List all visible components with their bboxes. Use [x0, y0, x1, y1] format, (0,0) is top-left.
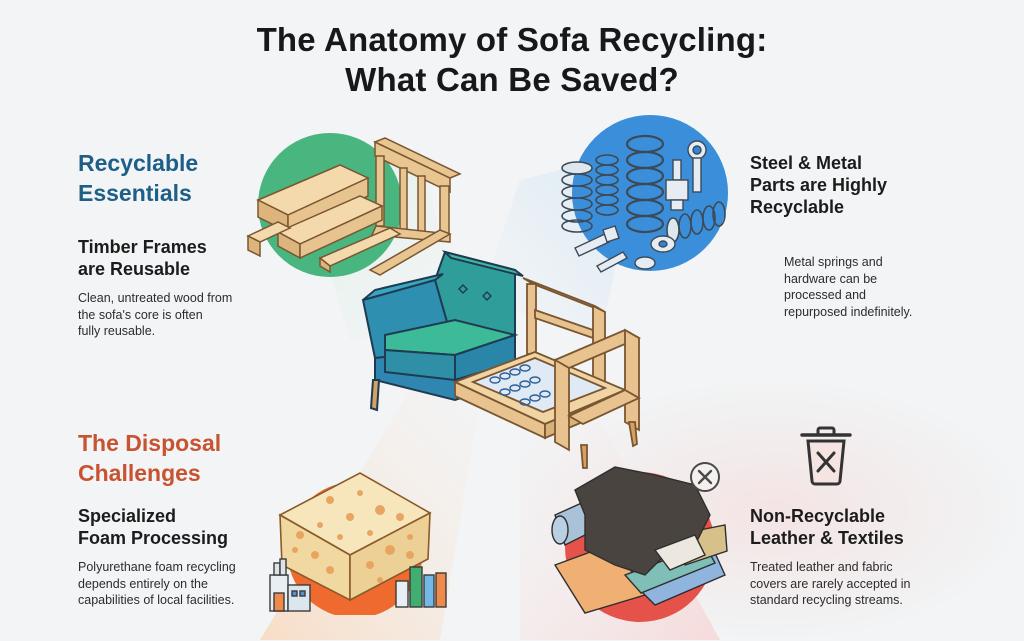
title-line: Non-Recyclable [750, 506, 886, 526]
title-line: Timber Frames [78, 237, 207, 257]
timber-icon [240, 120, 470, 295]
body-line: capabilities of local facilities. [78, 593, 235, 607]
textiles-icon [545, 455, 735, 630]
heading-line: Recyclable [78, 150, 199, 176]
body-line: processed and [784, 288, 867, 302]
textiles-panel-body: Treated leather and fabric covers are ra… [750, 559, 911, 609]
body-line: Treated leather and fabric [750, 560, 893, 574]
body-line: fully reusable. [78, 324, 156, 338]
body-line: Metal springs and [784, 255, 883, 269]
foam-panel-body: Polyurethane foam recycling depends enti… [78, 559, 236, 609]
title-line: Specialized [78, 506, 177, 526]
body-line: Clean, untreated wood from [78, 291, 233, 305]
title-line: Leather & Textiles [750, 528, 904, 548]
section-heading-recyclable: Recyclable Essentials [78, 148, 198, 208]
x-badge-icon [690, 462, 720, 492]
heading-line: The Disposal [78, 430, 222, 456]
heading-line: Challenges [78, 460, 201, 486]
foam-panel-title: Specialized Foam Processing [78, 505, 228, 549]
sofa-cutaway-icon [355, 240, 645, 475]
heading-line: Essentials [78, 180, 192, 206]
title-line-2: What Can Be Saved? [345, 61, 679, 98]
foam-icon [260, 455, 450, 620]
title-line: Recyclable [750, 197, 845, 217]
page-title: The Anatomy of Sofa Recycling: What Can … [0, 20, 1024, 100]
body-line: the sofa's core is often [78, 307, 203, 322]
timber-panel-body: Clean, untreated wood from the sofa's co… [78, 290, 232, 340]
textiles-panel-title: Non-Recyclable Leather & Textiles [750, 505, 904, 549]
trash-x-icon [798, 425, 854, 492]
title-line: Foam Processing [78, 528, 229, 548]
body-line: depends entirely on the [78, 576, 208, 591]
body-line: standard recycling streams. [750, 593, 903, 607]
title-line: Parts are Highly [750, 175, 888, 195]
metal-panel-title: Steel & Metal Parts are Highly Recyclabl… [750, 152, 887, 218]
title-line: Steel & Metal [750, 153, 863, 173]
timber-panel-title: Timber Frames are Reusable [78, 236, 207, 280]
title-line-1: The Anatomy of Sofa Recycling: [256, 21, 768, 58]
title-line: are Reusable [78, 259, 191, 279]
body-line: Polyurethane foam recycling [78, 560, 236, 574]
body-line: covers are rarely accepted in [750, 576, 911, 591]
body-line: hardware can be [784, 271, 878, 286]
metal-panel-body: Metal springs and hardware can be proces… [784, 254, 912, 320]
springs-icon [545, 108, 745, 283]
body-line: repurposed indefinitely. [784, 304, 913, 319]
section-heading-disposal: The Disposal Challenges [78, 428, 221, 488]
